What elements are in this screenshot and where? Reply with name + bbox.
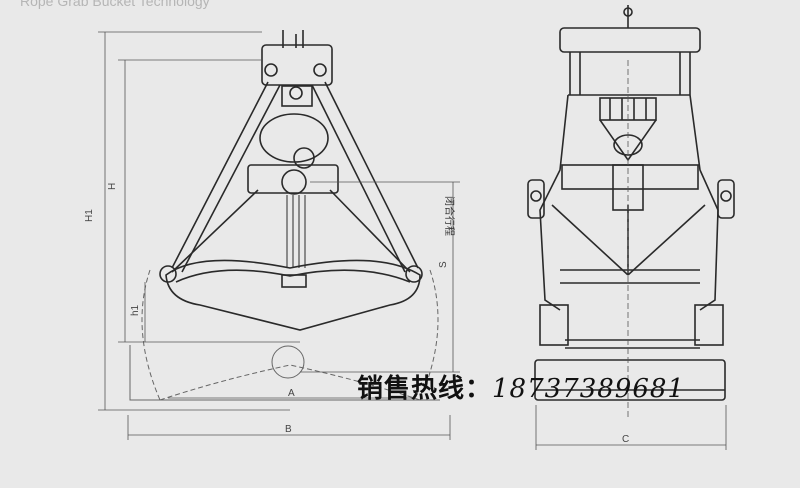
sales-hotline: 销售热线：18737389681 xyxy=(357,368,685,405)
front-dimensions xyxy=(98,31,460,440)
dim-h1-total: H1 xyxy=(84,209,95,222)
header-title: Rope Grab Bucket Technology xyxy=(20,0,210,9)
front-view xyxy=(129,30,440,401)
bucket-shell xyxy=(165,259,421,331)
dim-c: C xyxy=(622,434,629,445)
dim-a: A xyxy=(288,388,295,399)
side-view xyxy=(527,5,735,401)
dim-s: S xyxy=(438,261,449,268)
side-dimensions xyxy=(535,60,727,450)
top-beam-front xyxy=(261,44,333,86)
dim-closing-stroke: 闭合行程 xyxy=(443,196,456,236)
dim-h1-small: h1 xyxy=(130,304,141,316)
bucket-side xyxy=(534,359,726,401)
hotline-label: 销售热线： xyxy=(357,374,493,404)
top-beam-side xyxy=(559,27,701,53)
hotline-phone: 18737389681 xyxy=(492,374,685,404)
dim-b: B xyxy=(285,424,292,435)
dim-h: H xyxy=(107,183,118,190)
